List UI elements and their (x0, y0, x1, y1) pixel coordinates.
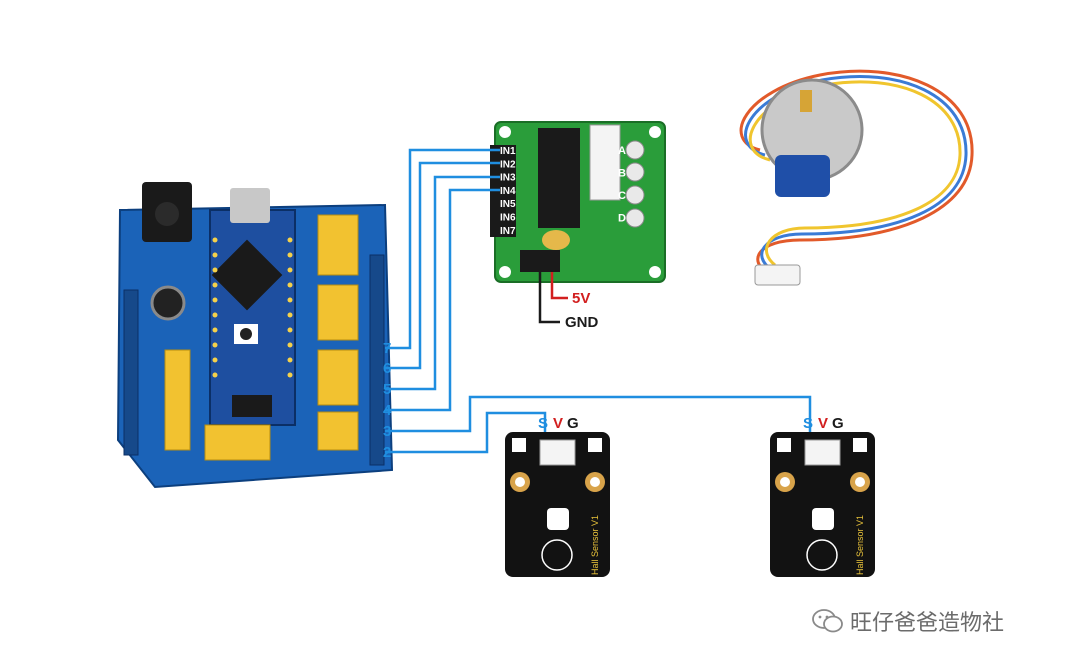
wire-pin6-in2 (385, 161, 500, 370)
uln2003-driver-board (490, 121, 666, 283)
pin-label-5: 5 (383, 381, 391, 398)
pin-label-2: 2 (383, 444, 391, 461)
uln2003-chip (538, 128, 580, 228)
digital-icon (853, 438, 867, 452)
dfrobot-logo (547, 508, 569, 530)
sensor1-pin-s: S (803, 415, 813, 432)
wechat-icon (812, 609, 843, 633)
wire-pin7-in1 (385, 148, 500, 350)
side-header-left (123, 289, 139, 456)
watermark-text: 旺仔爸爸造物社 (850, 611, 1005, 636)
magnet-icon (777, 438, 791, 452)
pin-label-7: 7 (383, 340, 391, 357)
motor-connector (589, 124, 621, 201)
servo-headers (164, 214, 359, 461)
driver-input-label: IN1 (500, 146, 516, 157)
wire-pin4-in4 (385, 188, 500, 412)
sensor1-pin-g: G (832, 415, 844, 432)
dfrobot-logo (812, 508, 834, 530)
stepper-motor (739, 69, 974, 286)
hall-sensor-module (505, 432, 610, 577)
driver-output-label: B (618, 168, 626, 180)
sensor0-pin-v: V (553, 415, 563, 432)
arduino-nano-board (209, 209, 296, 426)
driver-output-label: D (618, 213, 626, 225)
wire-gnd (538, 272, 560, 324)
motor-plug (754, 264, 801, 286)
nano-pin-rows (212, 237, 293, 378)
sensor-connector (804, 439, 841, 466)
microcontroller-chip (211, 239, 283, 311)
sensor0-pin-s: S (538, 415, 548, 432)
wire-5v (550, 272, 568, 300)
status-leds (625, 140, 645, 228)
motor-shaft (800, 90, 812, 112)
sensor1-pin-v: V (818, 415, 828, 432)
digital-icon (588, 438, 602, 452)
driver-output-label: A (618, 145, 626, 157)
sensor0-pin-g: G (567, 415, 579, 432)
label-gnd: GND (565, 314, 599, 331)
motor-cover (775, 155, 830, 197)
arduino-nano-shield (116, 182, 394, 489)
wire-pin2-sensor (385, 411, 547, 454)
signal-wires (385, 148, 812, 454)
driver-input-label: IN6 (500, 213, 516, 224)
hall-element (541, 539, 573, 571)
driver-input-label: IN7 (500, 226, 516, 237)
sensor-connector (539, 439, 576, 466)
driver-input-label: IN3 (500, 173, 516, 184)
driver-input-label: IN4 (500, 186, 516, 197)
hall-sensor-module (770, 432, 875, 577)
driver-input-label: IN2 (500, 159, 516, 170)
wire-pin5-in3 (385, 175, 500, 391)
driver-output-label: C (618, 190, 626, 202)
pin-label-4: 4 (383, 402, 392, 419)
label-5v: 5V (572, 290, 590, 307)
usb-port (230, 188, 270, 223)
magnet-icon (512, 438, 526, 452)
capacitor (542, 230, 570, 250)
driver-input-label: IN5 (500, 199, 516, 210)
pin-label-6: 6 (383, 360, 391, 377)
sensor-name: Hall Sensor V1 (855, 515, 865, 575)
wire-pin3-sensor (385, 395, 812, 433)
sensor-name: Hall Sensor V1 (590, 515, 600, 575)
capacitor (150, 285, 186, 321)
pin-label-3: 3 (383, 423, 391, 440)
side-header-right (369, 254, 385, 466)
power-header (520, 250, 560, 272)
watermark: 旺仔爸爸造物社 (812, 606, 1004, 636)
hall-element (806, 539, 838, 571)
